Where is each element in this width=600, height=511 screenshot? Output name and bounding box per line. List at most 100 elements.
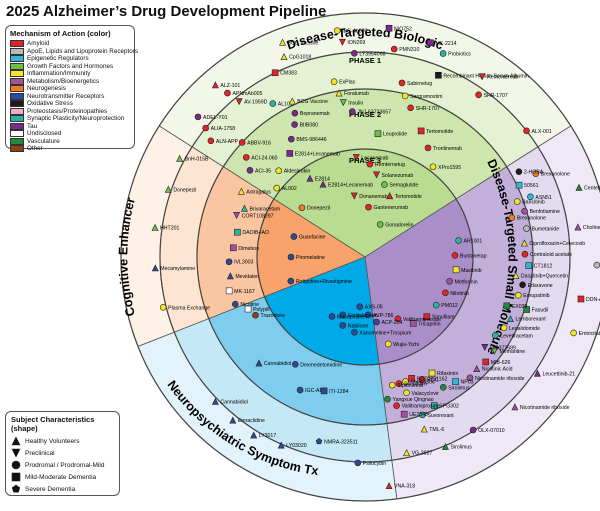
drug-marker — [407, 104, 414, 112]
drug-label: Edaravone — [528, 283, 553, 289]
drug-marker — [403, 448, 411, 456]
drug-marker — [523, 306, 530, 313]
drug-marker — [398, 79, 406, 87]
drug-item: JNJ-63733657 — [348, 108, 391, 116]
moa-swatch — [10, 92, 24, 100]
drug-item: LY03020 — [277, 441, 307, 449]
drug-item: BCG Vaccine — [288, 97, 328, 105]
drug-item: LY3372689 — [481, 343, 516, 351]
drug-label: LY3372689 — [490, 345, 516, 351]
moa-label: Amyloid — [27, 40, 50, 47]
drug-item: Bepranemab — [291, 109, 330, 117]
drug-label: ACI-24.060 — [251, 155, 277, 161]
drug-item: Nicotinic Acid — [473, 365, 513, 373]
drug-item: 2-HOBA — [515, 168, 544, 176]
drug-item: CpG1018 — [280, 53, 311, 61]
drug-marker — [269, 100, 277, 107]
drug-marker — [409, 320, 417, 327]
drug-marker — [491, 331, 499, 339]
drug-marker — [523, 127, 530, 135]
drug-item: Tertomotide — [417, 127, 453, 135]
drug-marker — [365, 203, 372, 211]
drug-item: Dimebon — [230, 244, 259, 252]
drug-label: TML-6 — [429, 427, 444, 433]
drug-item: Yangxue Qingnao — [384, 395, 434, 403]
page-title: 2025 Alzheimer’s Drug Development Pipeli… — [6, 3, 327, 20]
drug-item: ALX-001 — [523, 127, 552, 135]
drug-item: Polypill — [244, 305, 270, 313]
drug-label: XPro1595 — [438, 165, 461, 171]
drug-item: CM383 — [271, 69, 297, 77]
drug-item: Donepezil — [298, 204, 330, 212]
drug-item: Valiltramiprosate — [393, 402, 440, 410]
drug-item: ExPlas — [330, 78, 356, 86]
subject-label: Healthy Volunteers — [25, 437, 80, 445]
drug-item: Wujia-Yizhi — [384, 340, 419, 348]
drug-label: Simufilam — [432, 315, 455, 321]
drug-item: AR1001 — [455, 237, 482, 245]
subject-label: Preclinical — [25, 449, 55, 457]
drug-item: ACI-35 — [246, 167, 271, 174]
triangle-up-icon — [11, 436, 21, 446]
drug-item: Solanezumab — [373, 171, 413, 179]
drug-label: ION269 — [347, 40, 365, 46]
drug-marker — [320, 387, 328, 395]
drug-label: Wujia-Yizhi — [393, 342, 419, 348]
drug-label: E2814 — [315, 176, 330, 182]
drug-item: Recombinant Human Serum Albumin — [435, 71, 529, 79]
drug-label: MK-2214 — [435, 41, 456, 47]
drug-item: Benfotiamine — [521, 207, 560, 215]
drug-item: PM012 — [432, 301, 458, 309]
phase-label-3: PHASE 3 — [349, 156, 381, 165]
drug-label: E2814+Lecanemab — [328, 182, 373, 188]
drug-item: CT1812 — [525, 262, 552, 270]
drug-marker — [593, 261, 600, 269]
drug-item: ALN-APP — [207, 137, 239, 145]
drug-item: APNmAb005 — [224, 89, 263, 97]
drug-marker — [478, 73, 486, 81]
subject-legend-title: Subject Characteristics (shape) — [11, 415, 95, 433]
drug-marker — [151, 223, 159, 231]
drug-label: Benfotiamine — [530, 209, 560, 215]
drug-marker — [515, 168, 523, 175]
drug-item: Brexanolone — [532, 170, 570, 178]
drug-marker — [224, 89, 231, 97]
subject-legend-item: Preclinical — [11, 447, 114, 459]
drug-item: Astragalus — [237, 187, 271, 195]
moa-swatch — [10, 107, 24, 115]
drug-marker — [306, 174, 314, 182]
drug-label: Valiltramiprosate — [402, 404, 440, 410]
drug-item: ALIA-1758 — [202, 124, 236, 132]
drug-label: Rotigotine+Rivastigmine — [296, 279, 352, 285]
drug-label: Recombinant Human Serum Albumin — [443, 73, 528, 79]
drug-label: JNJ-63733657 — [357, 110, 391, 116]
drug-marker — [384, 340, 392, 348]
drug-item: Ciprofloxacin+Celecoxib — [520, 239, 585, 247]
drug-item: Fasudil — [523, 306, 548, 314]
drug-marker — [151, 264, 159, 272]
drug-item: Cannabidiol — [255, 359, 291, 367]
moa-label: Growth Factors and Hormones — [27, 62, 114, 70]
drug-marker — [226, 272, 234, 280]
moa-swatch — [10, 62, 24, 70]
drug-marker — [234, 228, 241, 236]
drug-label: ALIA-1758 — [211, 126, 236, 132]
drug-label: DDN-A-0101 — [586, 297, 600, 303]
drug-marker — [250, 431, 258, 439]
drug-label: Xanomeline+Trospium — [359, 330, 411, 336]
drug-item: Valiltramiprosate — [394, 315, 441, 323]
drug-label: EX039 — [512, 304, 528, 310]
drug-item: Enrupatinib — [515, 291, 550, 299]
drug-marker — [298, 204, 306, 212]
drug-marker — [532, 170, 540, 178]
drug-marker — [473, 365, 481, 373]
drug-marker — [330, 78, 338, 86]
drug-marker — [388, 381, 396, 389]
drug-label: Nilotinib — [450, 291, 469, 297]
drug-item: ITI-1284 — [320, 387, 349, 395]
drug-item: Rementemab — [478, 73, 518, 81]
moa-legend-item: Inflammation/Immunity — [10, 70, 130, 78]
drug-marker — [435, 71, 442, 79]
